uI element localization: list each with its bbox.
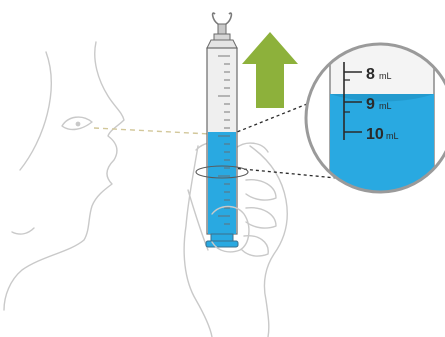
syringe [196, 13, 248, 247]
eye-icon [62, 117, 92, 129]
arrow-up-icon [242, 32, 298, 108]
zoom-view: 8 mL 9 mL 10 mL [306, 30, 445, 214]
syringe-tip [207, 13, 237, 48]
marking-unit-10: mL [386, 131, 399, 141]
face-profile [4, 42, 124, 310]
marking-unit-8: mL [379, 71, 392, 81]
syringe-liquid [208, 132, 236, 234]
marking-value-9: 9 [366, 96, 375, 113]
marking-value-10: 10 [366, 126, 384, 143]
marking-value-8: 8 [366, 66, 375, 83]
marking-unit-9: mL [379, 101, 392, 111]
